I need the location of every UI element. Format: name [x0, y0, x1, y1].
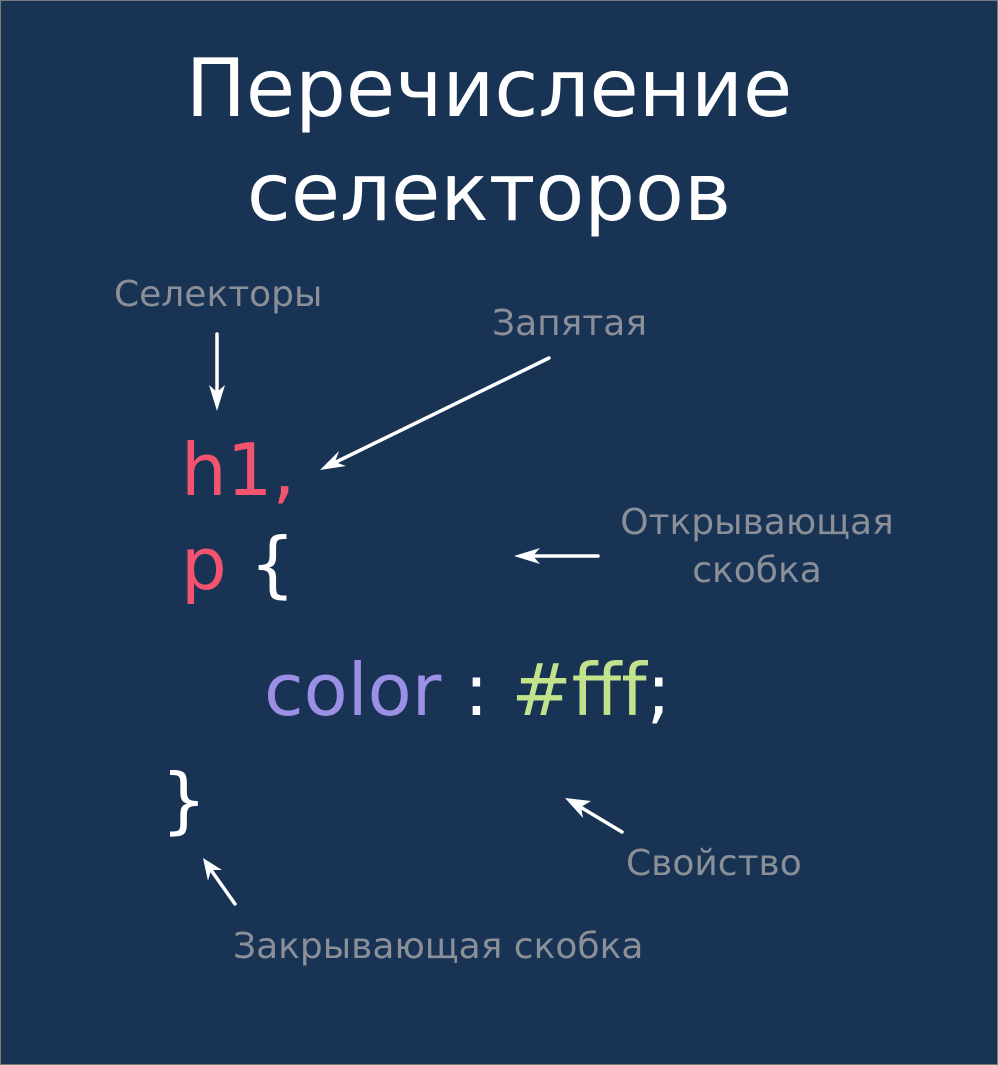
- arrowhead-comma: [320, 451, 346, 470]
- comma-token: ,: [272, 428, 296, 512]
- arrow-comma: [332, 356, 551, 465]
- code-line-declaration: color : #fff;: [264, 648, 671, 732]
- label-opening-brace-line-2: скобка: [692, 550, 822, 591]
- arrowhead-closing-brace: [203, 858, 222, 881]
- close-brace-token: }: [161, 758, 207, 842]
- arrowhead-selectors: [209, 385, 225, 411]
- label-closing-brace: Закрывающая скобка: [233, 926, 644, 967]
- value-token: #fff: [511, 648, 647, 732]
- label-opening-brace-line-1: Открывающая: [620, 502, 894, 543]
- arrow-closing-brace: [209, 868, 237, 906]
- code-line-p: p {: [181, 522, 295, 606]
- title-line-2: селекторов: [246, 146, 732, 239]
- code-line-h1: h1,: [181, 428, 295, 512]
- code-line-close: }: [161, 758, 207, 842]
- label-property: Свойство: [626, 843, 802, 884]
- arrow-property: [575, 803, 624, 834]
- diagram-title: Перечисление селекторов: [1, 37, 977, 245]
- label-opening-brace: Открывающая скобка: [607, 499, 907, 595]
- property-token: color: [264, 648, 442, 732]
- arrowhead-opening-brace: [514, 548, 540, 564]
- label-comma: Запятая: [492, 303, 648, 344]
- selector-h1: h1: [181, 428, 273, 512]
- semicolon-token: ;: [646, 648, 671, 732]
- selector-p: p: [181, 522, 227, 606]
- open-brace-token: {: [249, 522, 296, 606]
- arrowhead-property: [565, 798, 591, 818]
- colon-token: :: [464, 648, 489, 732]
- label-selectors: Селекторы: [114, 274, 323, 315]
- title-line-1: Перечисление: [185, 42, 793, 135]
